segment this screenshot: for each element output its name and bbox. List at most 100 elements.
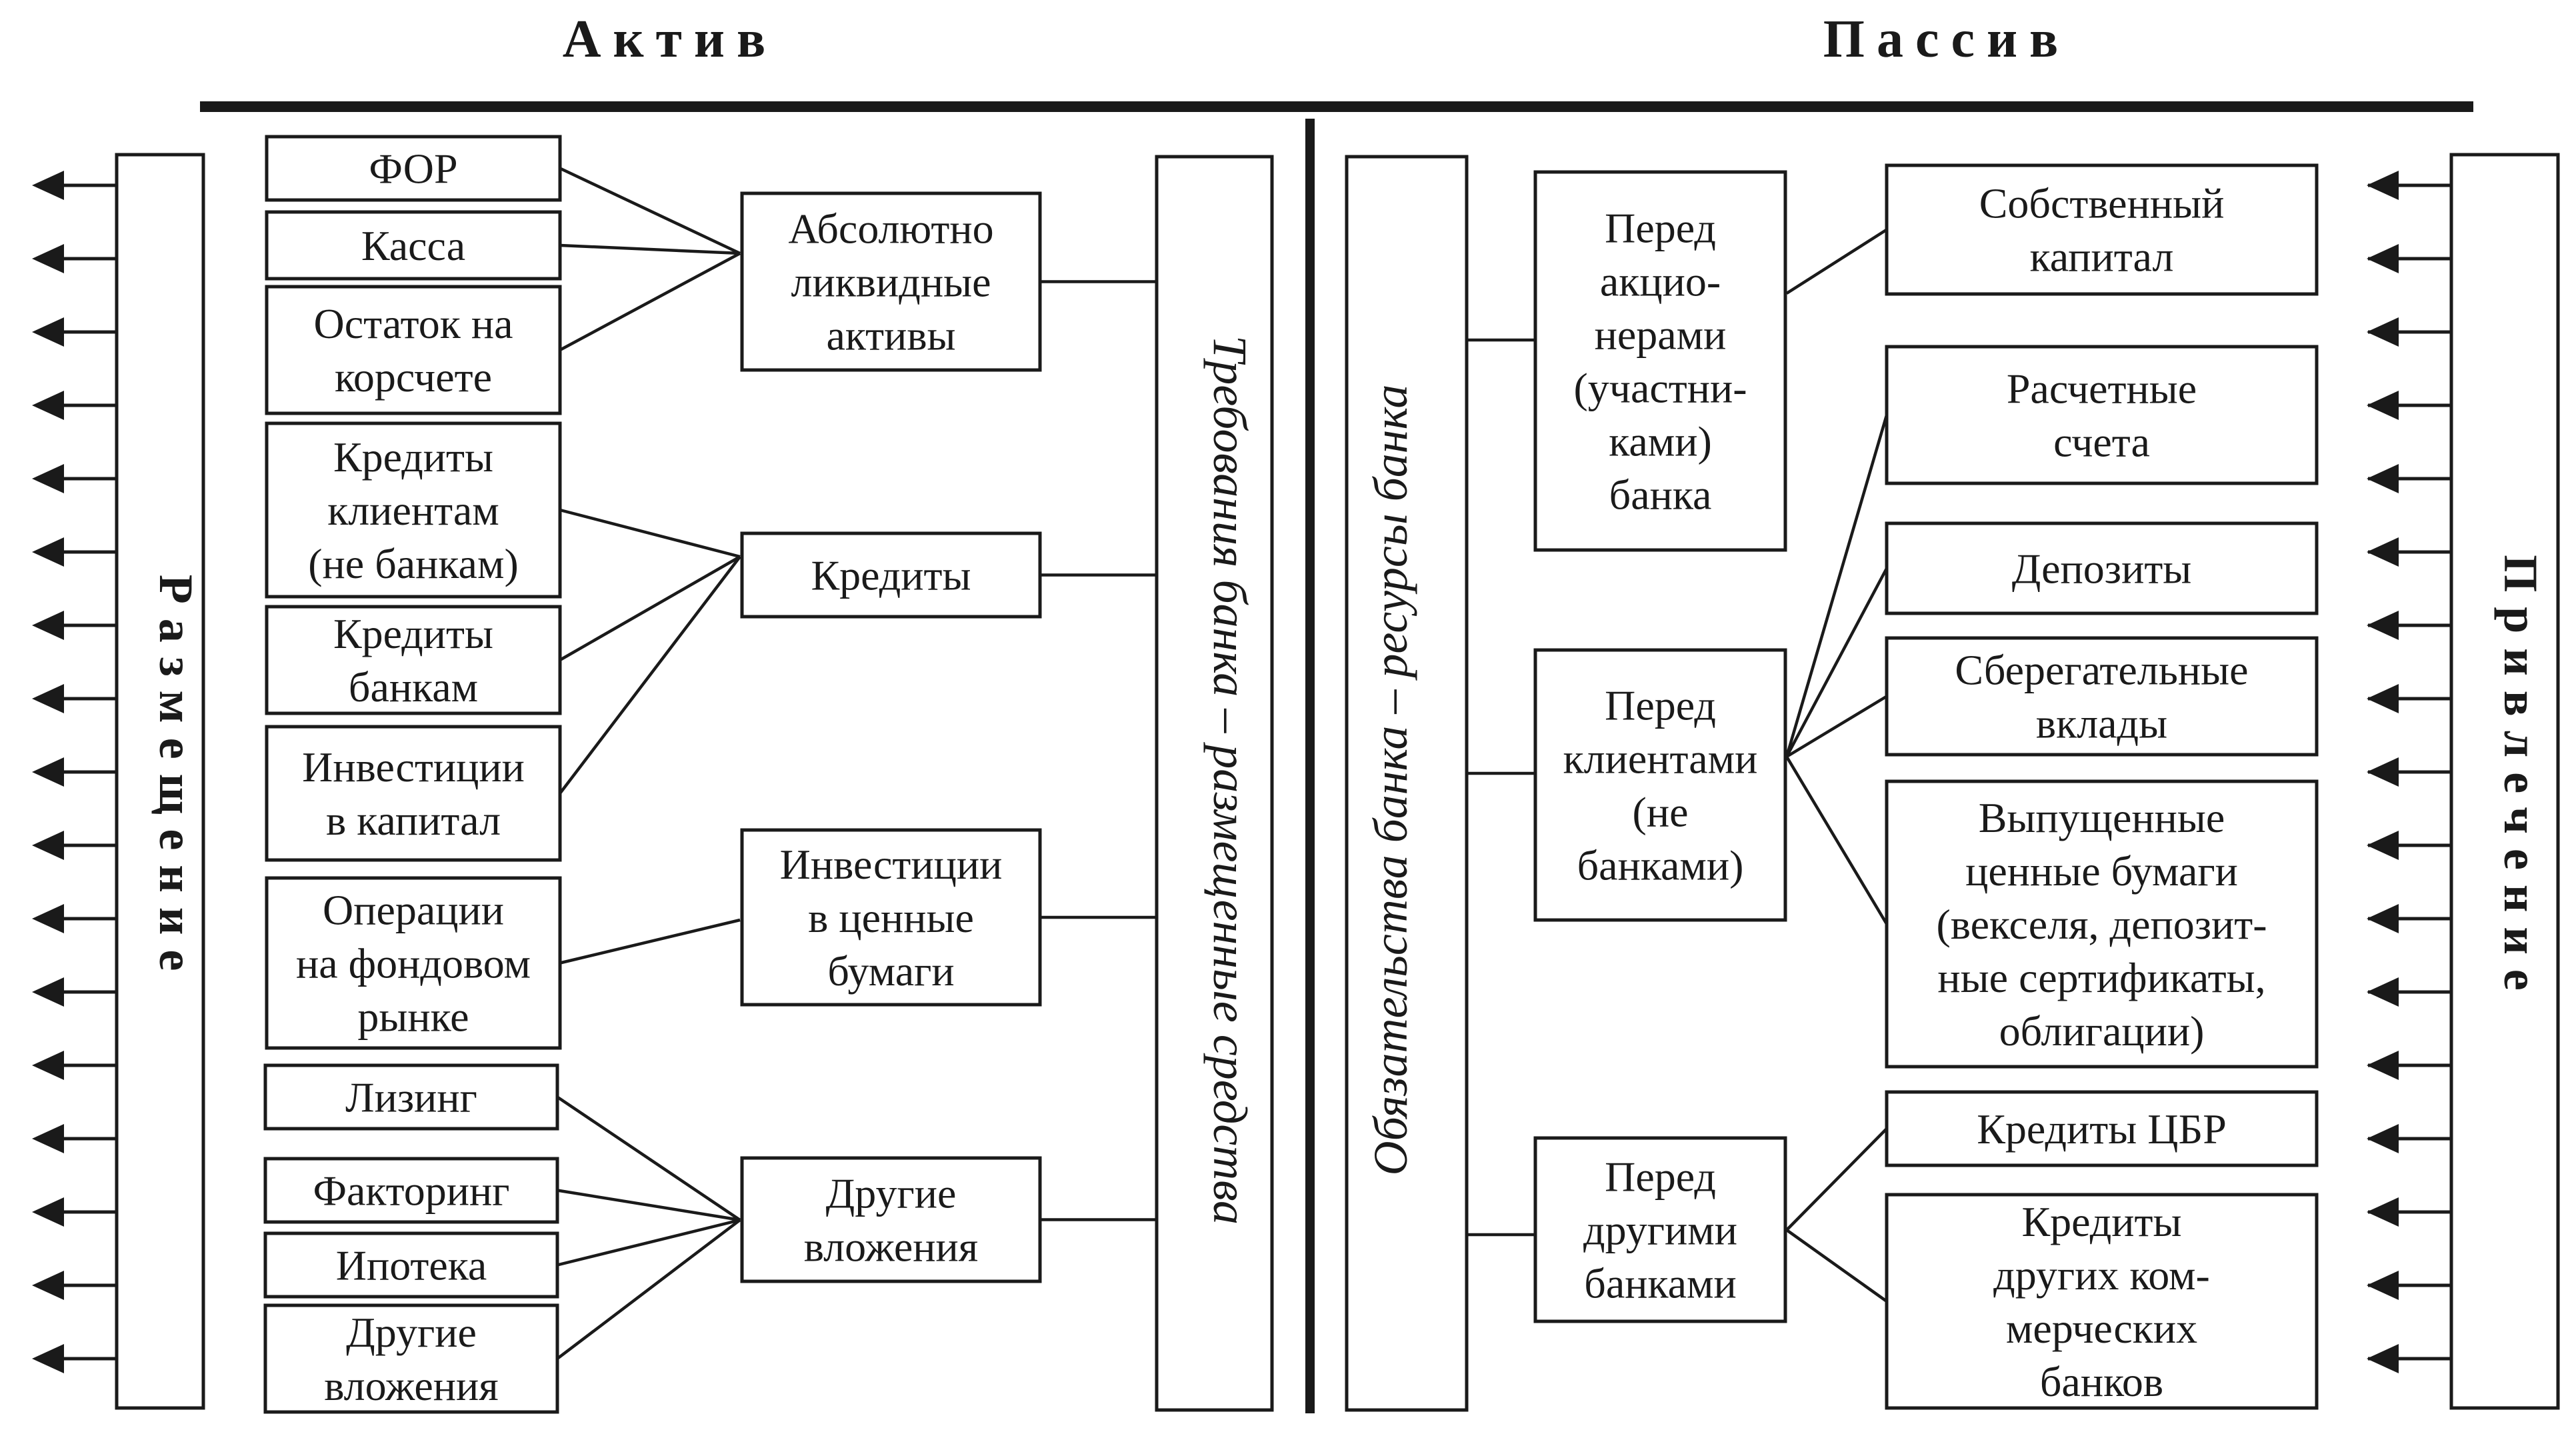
liability-item-text: Выпущенные <box>1979 794 2225 841</box>
asset-item-text: в капитал <box>326 797 501 844</box>
asset-item-text: Операции <box>323 887 504 934</box>
liability-item-text: ценные бумаги <box>1965 847 2238 895</box>
arrow-left-icon <box>32 1271 117 1300</box>
liability-item-text: банков <box>2040 1358 2163 1405</box>
asset-item-text: корсчете <box>335 353 492 401</box>
asset-item <box>265 210 562 281</box>
arrow-left-icon <box>2367 171 2451 200</box>
liability-group-text: (участни- <box>1573 365 1747 412</box>
liability-group-text: другими <box>1583 1207 1737 1254</box>
arrow-left-icon <box>2367 611 2451 640</box>
connector-line <box>557 1218 741 1267</box>
liability-item-text: облигации) <box>1999 1007 2205 1055</box>
arrow-left-icon <box>2367 684 2451 713</box>
arrow-left-icon <box>32 244 117 273</box>
asset-item-text: Факторинг <box>313 1167 509 1215</box>
arrow-left-icon <box>32 464 117 493</box>
asset-item-text: Кредиты <box>333 610 493 657</box>
left-arrows <box>32 171 117 1373</box>
arrow-left-icon <box>32 1197 117 1227</box>
arrow-left-icon <box>2367 904 2451 933</box>
liability-item <box>1885 636 2319 757</box>
asset-group-text: бумаги <box>827 947 954 995</box>
arrow-left-icon <box>32 1124 117 1153</box>
placement-label: Размещение <box>149 575 203 986</box>
connector-line <box>559 243 741 255</box>
connector-line <box>1785 567 1888 758</box>
liability-item <box>1885 521 2319 615</box>
connector-line <box>1785 695 1888 758</box>
liability-group-text: акцио- <box>1600 258 1721 305</box>
arrow-left-icon <box>32 171 117 200</box>
arrow-left-icon <box>2367 1197 2451 1227</box>
liability-item-text: счета <box>2053 419 2150 466</box>
placement-column <box>115 153 205 1410</box>
arrow-left-icon <box>32 684 117 713</box>
asset-item <box>263 1063 559 1131</box>
connector-line <box>559 167 741 255</box>
liabilities-header: Пассив <box>1823 10 2071 69</box>
asset-item-text: Касса <box>361 222 465 269</box>
liability-group-text: банками <box>1584 1260 1737 1307</box>
arrow-left-icon <box>2367 1344 2451 1373</box>
arrow-left-icon <box>32 611 117 640</box>
asset-item-text: Лизинг <box>345 1074 477 1121</box>
connector-line <box>557 1189 741 1222</box>
liability-item-text: Кредиты ЦБР <box>1977 1105 2227 1153</box>
arrow-left-icon <box>2367 757 2451 787</box>
liability-item-text: Депозиты <box>2012 545 2192 593</box>
asset-item-text: рынке <box>357 993 469 1041</box>
asset-item-text: Инвестиции <box>302 743 525 791</box>
arrow-left-icon <box>32 831 117 860</box>
asset-item-text: Кредиты <box>333 433 493 481</box>
connector-line <box>556 1095 741 1221</box>
liability-item-text: других ком- <box>1993 1251 2210 1299</box>
connectors <box>556 167 1889 1360</box>
asset-item <box>263 1303 559 1414</box>
liability-group-text: нерами <box>1595 311 1727 359</box>
liability-item <box>1885 779 2319 1069</box>
arrow-left-icon <box>2367 537 2451 567</box>
asset-item <box>265 135 562 202</box>
liability-item-text: (векселя, депозит- <box>1936 901 2267 948</box>
connector-line <box>559 555 741 795</box>
asset-group <box>740 191 1042 372</box>
liability-item-text: Сберегательные <box>1955 647 2248 694</box>
arrow-left-icon <box>32 1344 117 1373</box>
arrow-left-icon <box>32 977 117 1007</box>
connector-line <box>559 508 741 559</box>
arrow-left-icon <box>2367 1051 2451 1080</box>
asset-group <box>740 531 1042 619</box>
asset-group <box>740 828 1042 1007</box>
asset-item-text: Ипотека <box>336 1242 487 1289</box>
arrow-left-icon <box>2367 977 2451 1007</box>
arrow-left-icon <box>32 317 117 347</box>
arrow-left-icon <box>32 1051 117 1080</box>
asset-item <box>263 1157 559 1224</box>
asset-group <box>740 1156 1042 1283</box>
attraction-column <box>2449 153 2560 1410</box>
asset-group-text: в ценные <box>808 894 974 941</box>
arrow-left-icon <box>2367 244 2451 273</box>
connector-line <box>1785 1127 1888 1231</box>
arrow-left-icon <box>2367 391 2451 420</box>
asset-item-text: банкам <box>349 663 478 711</box>
asset-item-text: на фондовом <box>296 940 531 987</box>
asset-item <box>265 725 562 862</box>
connector-line <box>556 1219 741 1360</box>
connector-line <box>559 555 741 661</box>
asset-item <box>263 1231 559 1299</box>
liability-group <box>1533 648 1787 922</box>
connector-line <box>559 252 741 351</box>
liability-item-text: Кредиты <box>2021 1198 2181 1245</box>
liability-item <box>1885 1090 2319 1167</box>
arrow-left-icon <box>32 757 117 787</box>
liability-item <box>1885 1193 2319 1410</box>
liability-item-text: Собственный <box>1979 180 2225 227</box>
asset-group-text: Абсолютно <box>788 205 993 253</box>
asset-group-text: Другие <box>826 1170 957 1217</box>
arrow-left-icon <box>2367 1271 2451 1300</box>
asset-item-text: (не банкам) <box>308 540 519 587</box>
